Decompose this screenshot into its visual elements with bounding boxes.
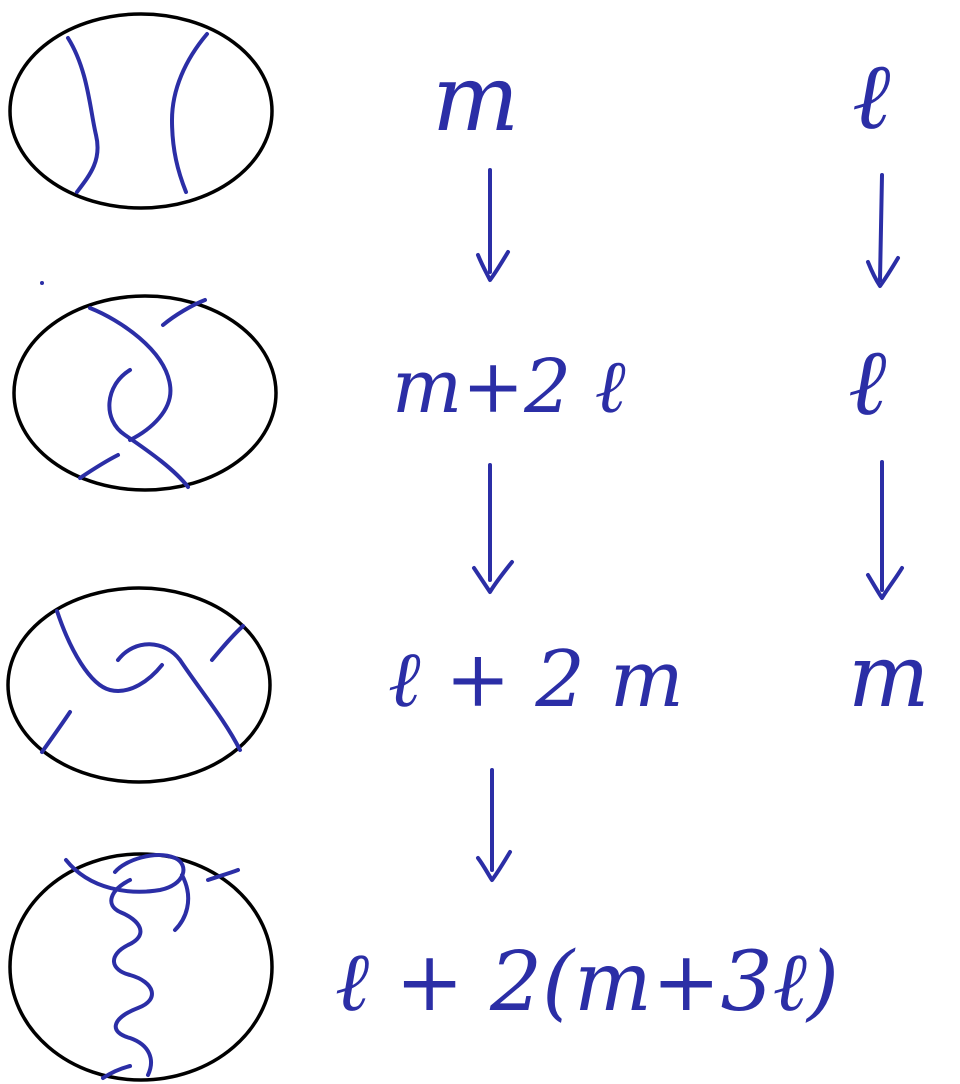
strand-right [173, 873, 191, 932]
disk-multi-twist [8, 852, 274, 1082]
strand-bottom [101, 1064, 132, 1080]
arrow-down-3 [476, 768, 512, 882]
label-l-middle: ℓ [848, 329, 886, 436]
disk-outline [8, 852, 274, 1082]
arrow-down-right-2 [866, 460, 904, 600]
left-strand [66, 36, 100, 194]
strand-top [64, 853, 186, 894]
strand-b [116, 642, 242, 752]
strand-a [55, 609, 164, 693]
strand-b [107, 368, 190, 489]
strand-d [78, 453, 120, 480]
label-m-bottom: m [848, 627, 930, 727]
disk-two-vertical-strands [8, 12, 274, 210]
strand-d [40, 710, 72, 754]
stray-dot [40, 281, 44, 285]
arrow-down-1 [476, 168, 510, 282]
strand-c [210, 624, 245, 662]
disk-outline [12, 294, 278, 492]
disk-one-twist [12, 281, 278, 492]
disk-two-twist [6, 586, 272, 784]
label-m-plus-2l: m+2 ℓ [392, 344, 626, 430]
right-strand [170, 32, 209, 194]
label-l-plus-2m: ℓ + 2 m [388, 635, 684, 725]
disk-outline [6, 586, 272, 784]
label-l-top: ℓ [852, 43, 890, 150]
strand-coil [109, 878, 154, 1077]
strand-c [161, 298, 207, 327]
strand-a [88, 306, 173, 442]
arrow-down-right-1 [866, 173, 900, 288]
disk-outline [8, 12, 274, 210]
arrow-down-2 [472, 463, 514, 594]
label-l-plus-2-m-plus-3l: ℓ + 2(m+3ℓ) [335, 935, 839, 1030]
strand-exit [206, 868, 240, 882]
label-m: m [432, 45, 519, 152]
